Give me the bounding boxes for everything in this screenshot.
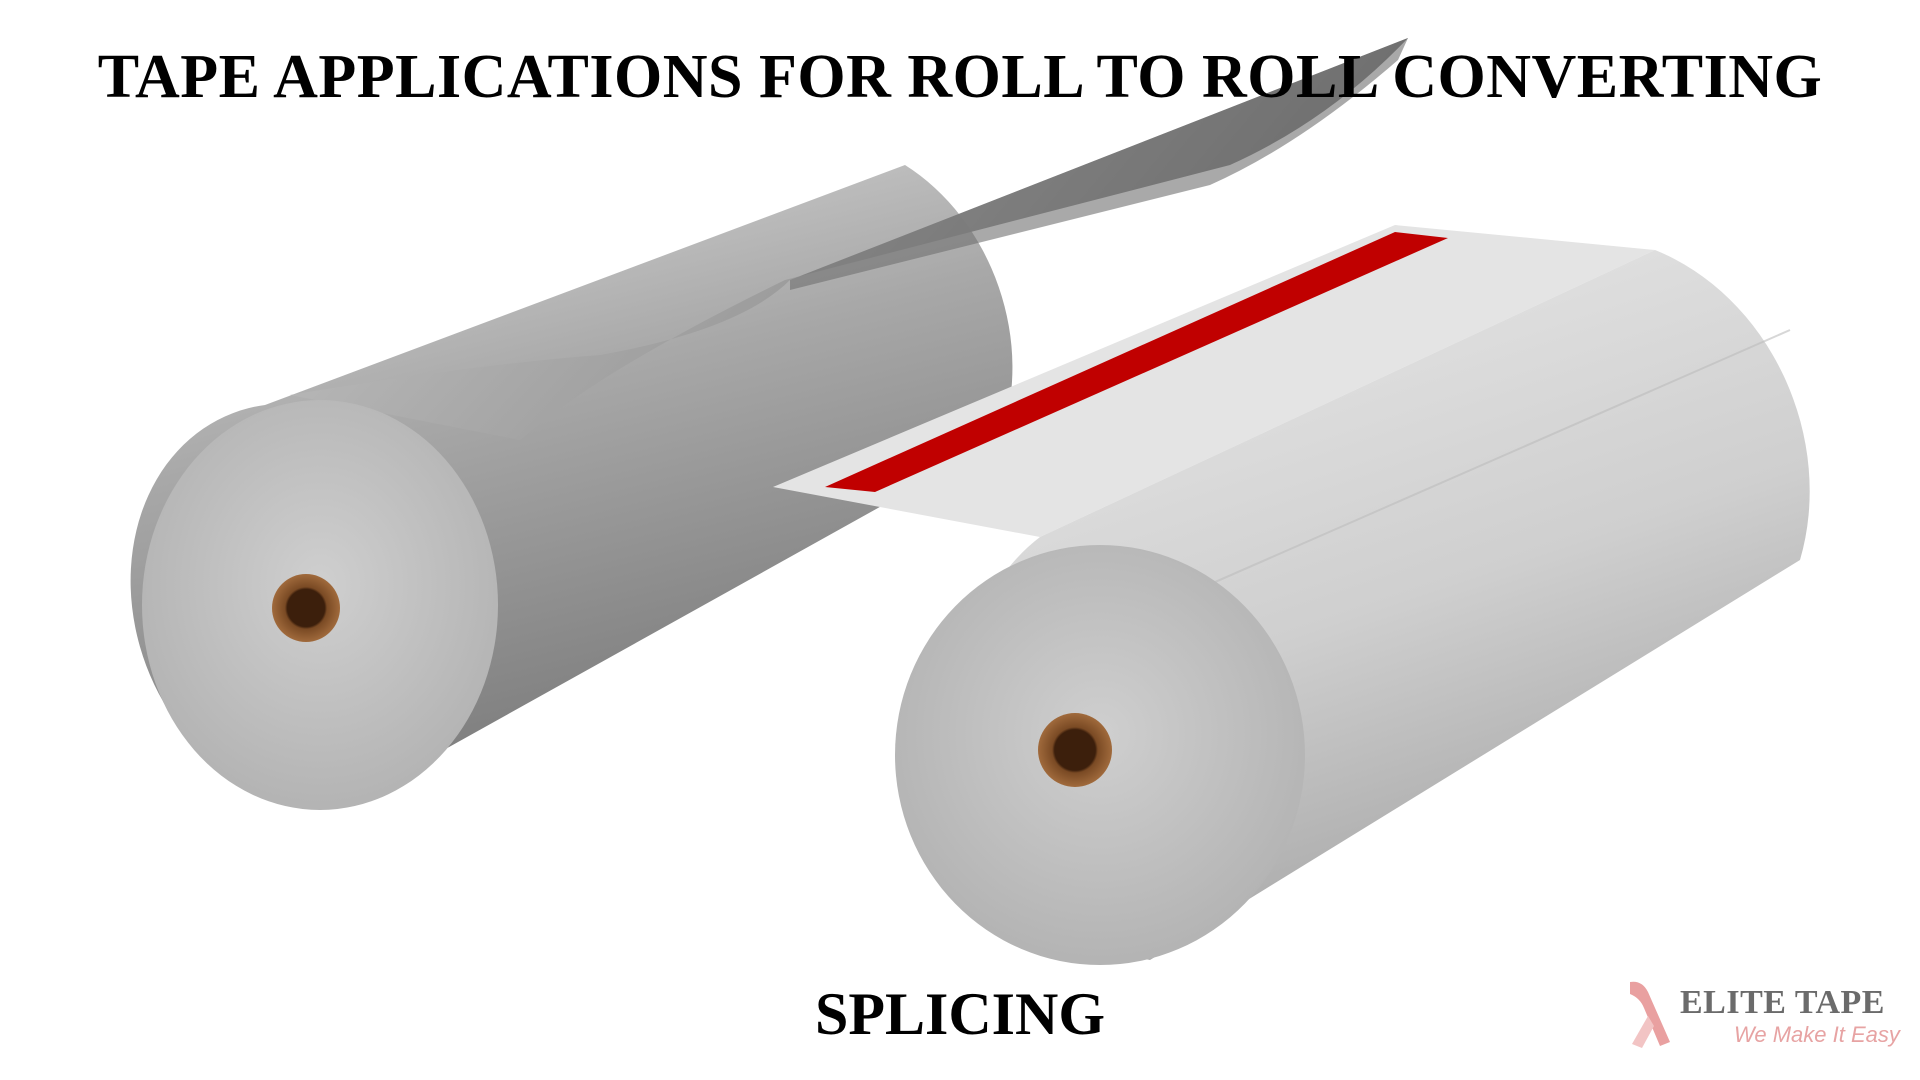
logo-name: ELITE TAPE: [1680, 984, 1885, 1021]
splice-tape: [825, 232, 1448, 492]
right-paper-roll: [773, 225, 1810, 965]
caption: SPLICING: [814, 981, 1106, 1047]
elite-tape-logo: ELITE TAPE We Make It Easy: [1622, 978, 1902, 1058]
left-roll-core: [272, 574, 340, 642]
page-title: TAPE APPLICATIONS FOR ROLL TO ROLL CONVE…: [97, 43, 1823, 111]
logo-tagline: We Make It Easy: [1734, 1022, 1900, 1047]
right-roll-core: [1038, 713, 1112, 787]
ribbon-icon: [1630, 981, 1670, 1048]
left-paper-roll: [130, 38, 1408, 810]
